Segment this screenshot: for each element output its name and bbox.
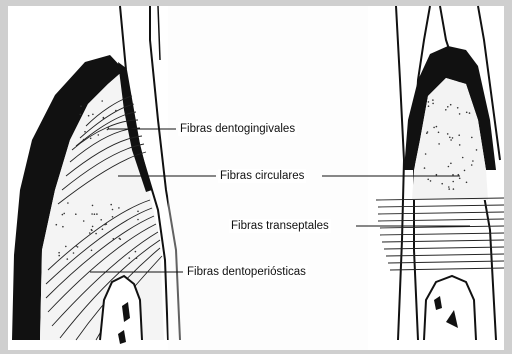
label-dentogingival-fibers: Fibras dentogingivales	[178, 122, 297, 136]
label-dentoperiosteal-fibers: Fibras dentoperiósticas	[185, 265, 308, 279]
label-transseptal-fibers: Fibras transeptales	[229, 219, 331, 233]
label-circular-fibers: Fibras circulares	[218, 169, 306, 183]
